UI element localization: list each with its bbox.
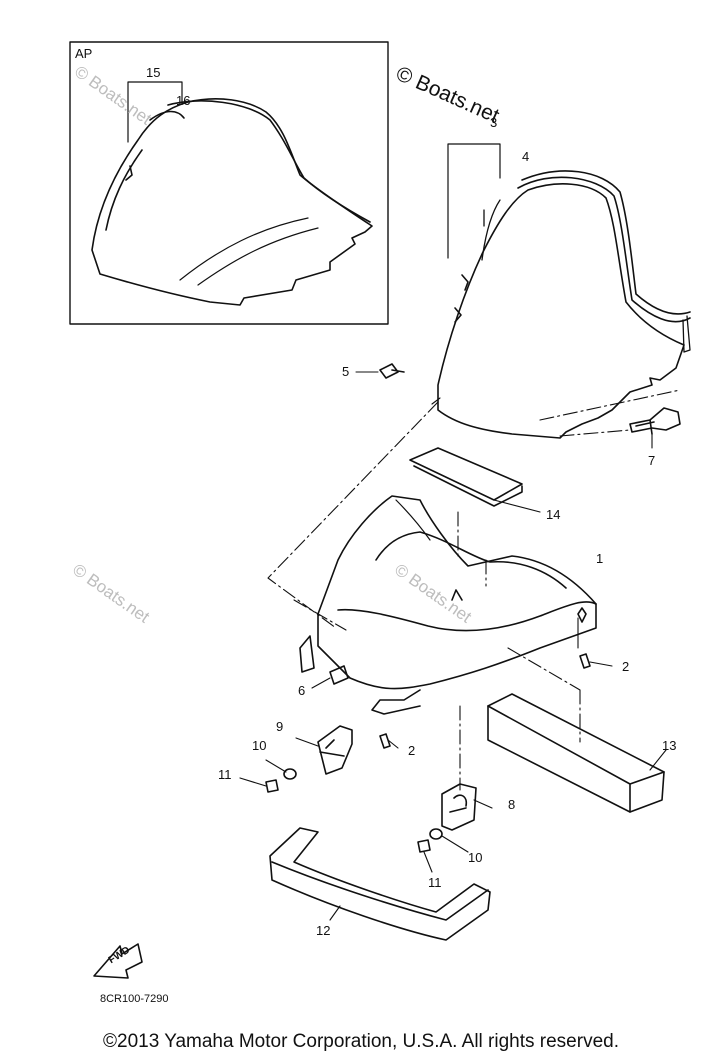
callout-bracket-3-4	[447, 143, 501, 259]
block-13	[487, 693, 665, 813]
latch-7	[629, 407, 681, 435]
nut-11-right	[417, 839, 431, 853]
grommet-6	[329, 665, 349, 685]
inset-windshield	[91, 98, 373, 306]
callout-6: 6	[298, 683, 306, 698]
callout-11a: 11	[218, 767, 232, 782]
washer-10-right	[429, 828, 443, 840]
callout-4: 4	[522, 149, 530, 164]
callout-3: 3	[490, 115, 498, 130]
pad-14	[409, 447, 523, 507]
nut-11-left	[265, 779, 279, 793]
bolt-5	[379, 363, 405, 379]
bracket-9	[317, 725, 353, 775]
bracket-8	[441, 783, 477, 831]
copyright-notice: ©2013 Yamaha Motor Corporation, U.S.A. A…	[103, 1031, 619, 1052]
callout-2b: 2	[408, 743, 416, 758]
callout-14: 14	[546, 507, 561, 522]
cowling-1	[299, 495, 597, 715]
callout-5: 5	[342, 364, 350, 379]
fwd-arrow-icon	[93, 943, 143, 979]
callout-16: 16	[176, 93, 191, 108]
screw-2b	[379, 733, 391, 749]
windshield	[437, 170, 691, 439]
callout-1: 1	[596, 551, 604, 566]
callout-15: 15	[146, 65, 161, 80]
screw-2a	[579, 653, 591, 669]
callout-13: 13	[662, 738, 677, 753]
inset-frame	[69, 41, 389, 325]
callout-12: 12	[316, 923, 331, 938]
washer-10-left	[283, 768, 297, 780]
inset-callout-bracket	[127, 81, 183, 143]
callout-10b: 10	[468, 850, 483, 865]
callout-8: 8	[508, 797, 516, 812]
callout-7: 7	[648, 453, 656, 468]
callout-9: 9	[276, 719, 284, 734]
drawing-code: 8CR100-7290	[100, 993, 169, 1005]
callout-11b: 11	[428, 875, 442, 890]
callout-10a: 10	[252, 738, 267, 753]
bumper-12	[269, 827, 491, 941]
inset-tag: AP	[75, 46, 93, 61]
callout-2a: 2	[622, 659, 630, 674]
